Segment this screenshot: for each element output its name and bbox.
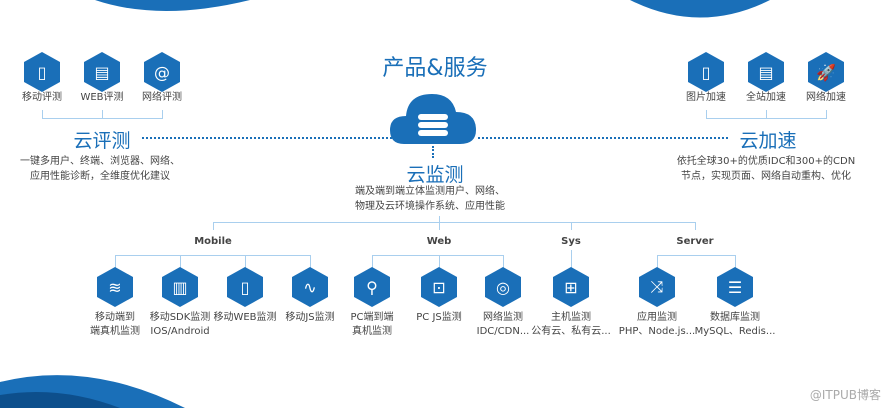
monitor-product-label: 移动WEB监测 [213,312,277,323]
cloud-acceleration-item-label: 网络加速 [806,92,846,103]
bar-chart-icon: ▥ [172,277,188,297]
category-label: Web [426,236,452,247]
rocket-icon: 🚀 [816,62,836,82]
dotted-connector [142,137,392,139]
cloud-testing-item-label: 移动评测 [22,92,62,103]
browser-icon: ▤ [758,62,774,82]
monitor-product-label: 移动JS监测 [285,312,335,323]
cloud-testing-title: 云评测 [73,130,131,152]
cloud-server-icon [390,94,476,144]
pulse-icon: ∿ [303,277,317,297]
at-icon: @ [154,62,170,82]
category-label: Server [676,236,714,247]
layers-icon: ≋ [108,277,122,297]
monitor-product-label: 移动端到端真机监测 [90,312,140,337]
monitor-product-label: 主机监测公有云、私有云... [531,312,611,337]
category-label: Sys [561,236,581,247]
cloud-testing-item-label: WEB评测 [80,92,124,103]
monitor-product-label: PC JS监测 [416,312,462,323]
cloud-testing-desc: 一键多用户、终端、浏览器、网络、应用性能诊断，全维度优化建议 [20,156,180,182]
cloud-monitoring-title: 云监测 [406,164,464,186]
watermark: @ITPUB博客 [809,388,881,402]
dotted-connector [478,137,728,139]
shuffle-icon: ⤨ [650,277,664,296]
category-label: Mobile [194,236,232,247]
cloud-testing-item-label: 网络评测 [142,92,182,103]
monitor-icon: ⊡ [432,277,446,297]
lifebuoy-icon: ◎ [496,277,510,297]
mobile-icon: ▯ [701,62,711,82]
mobile-icon: ▯ [240,277,250,297]
cloud-acceleration-title: 云加速 [739,130,797,152]
network-hub-icon: ⚲ [366,277,378,297]
cloud-monitoring-desc: 端及端到端立体监测用户、网络、物理及云环境操作系统、应用性能 [355,186,505,212]
cloud-acceleration-item-label: 全站加速 [746,92,786,103]
page-title: 产品&服务 [382,56,488,81]
mobile-icon: ▯ [37,62,47,82]
browser-icon: ▤ [94,62,110,82]
sitemap-icon: ⊞ [564,277,578,297]
cloud-acceleration-item-label: 图片加速 [686,92,726,103]
monitor-product-label: PC端到端真机监测 [350,312,394,337]
database-tray-icon: ☰ [727,277,743,297]
